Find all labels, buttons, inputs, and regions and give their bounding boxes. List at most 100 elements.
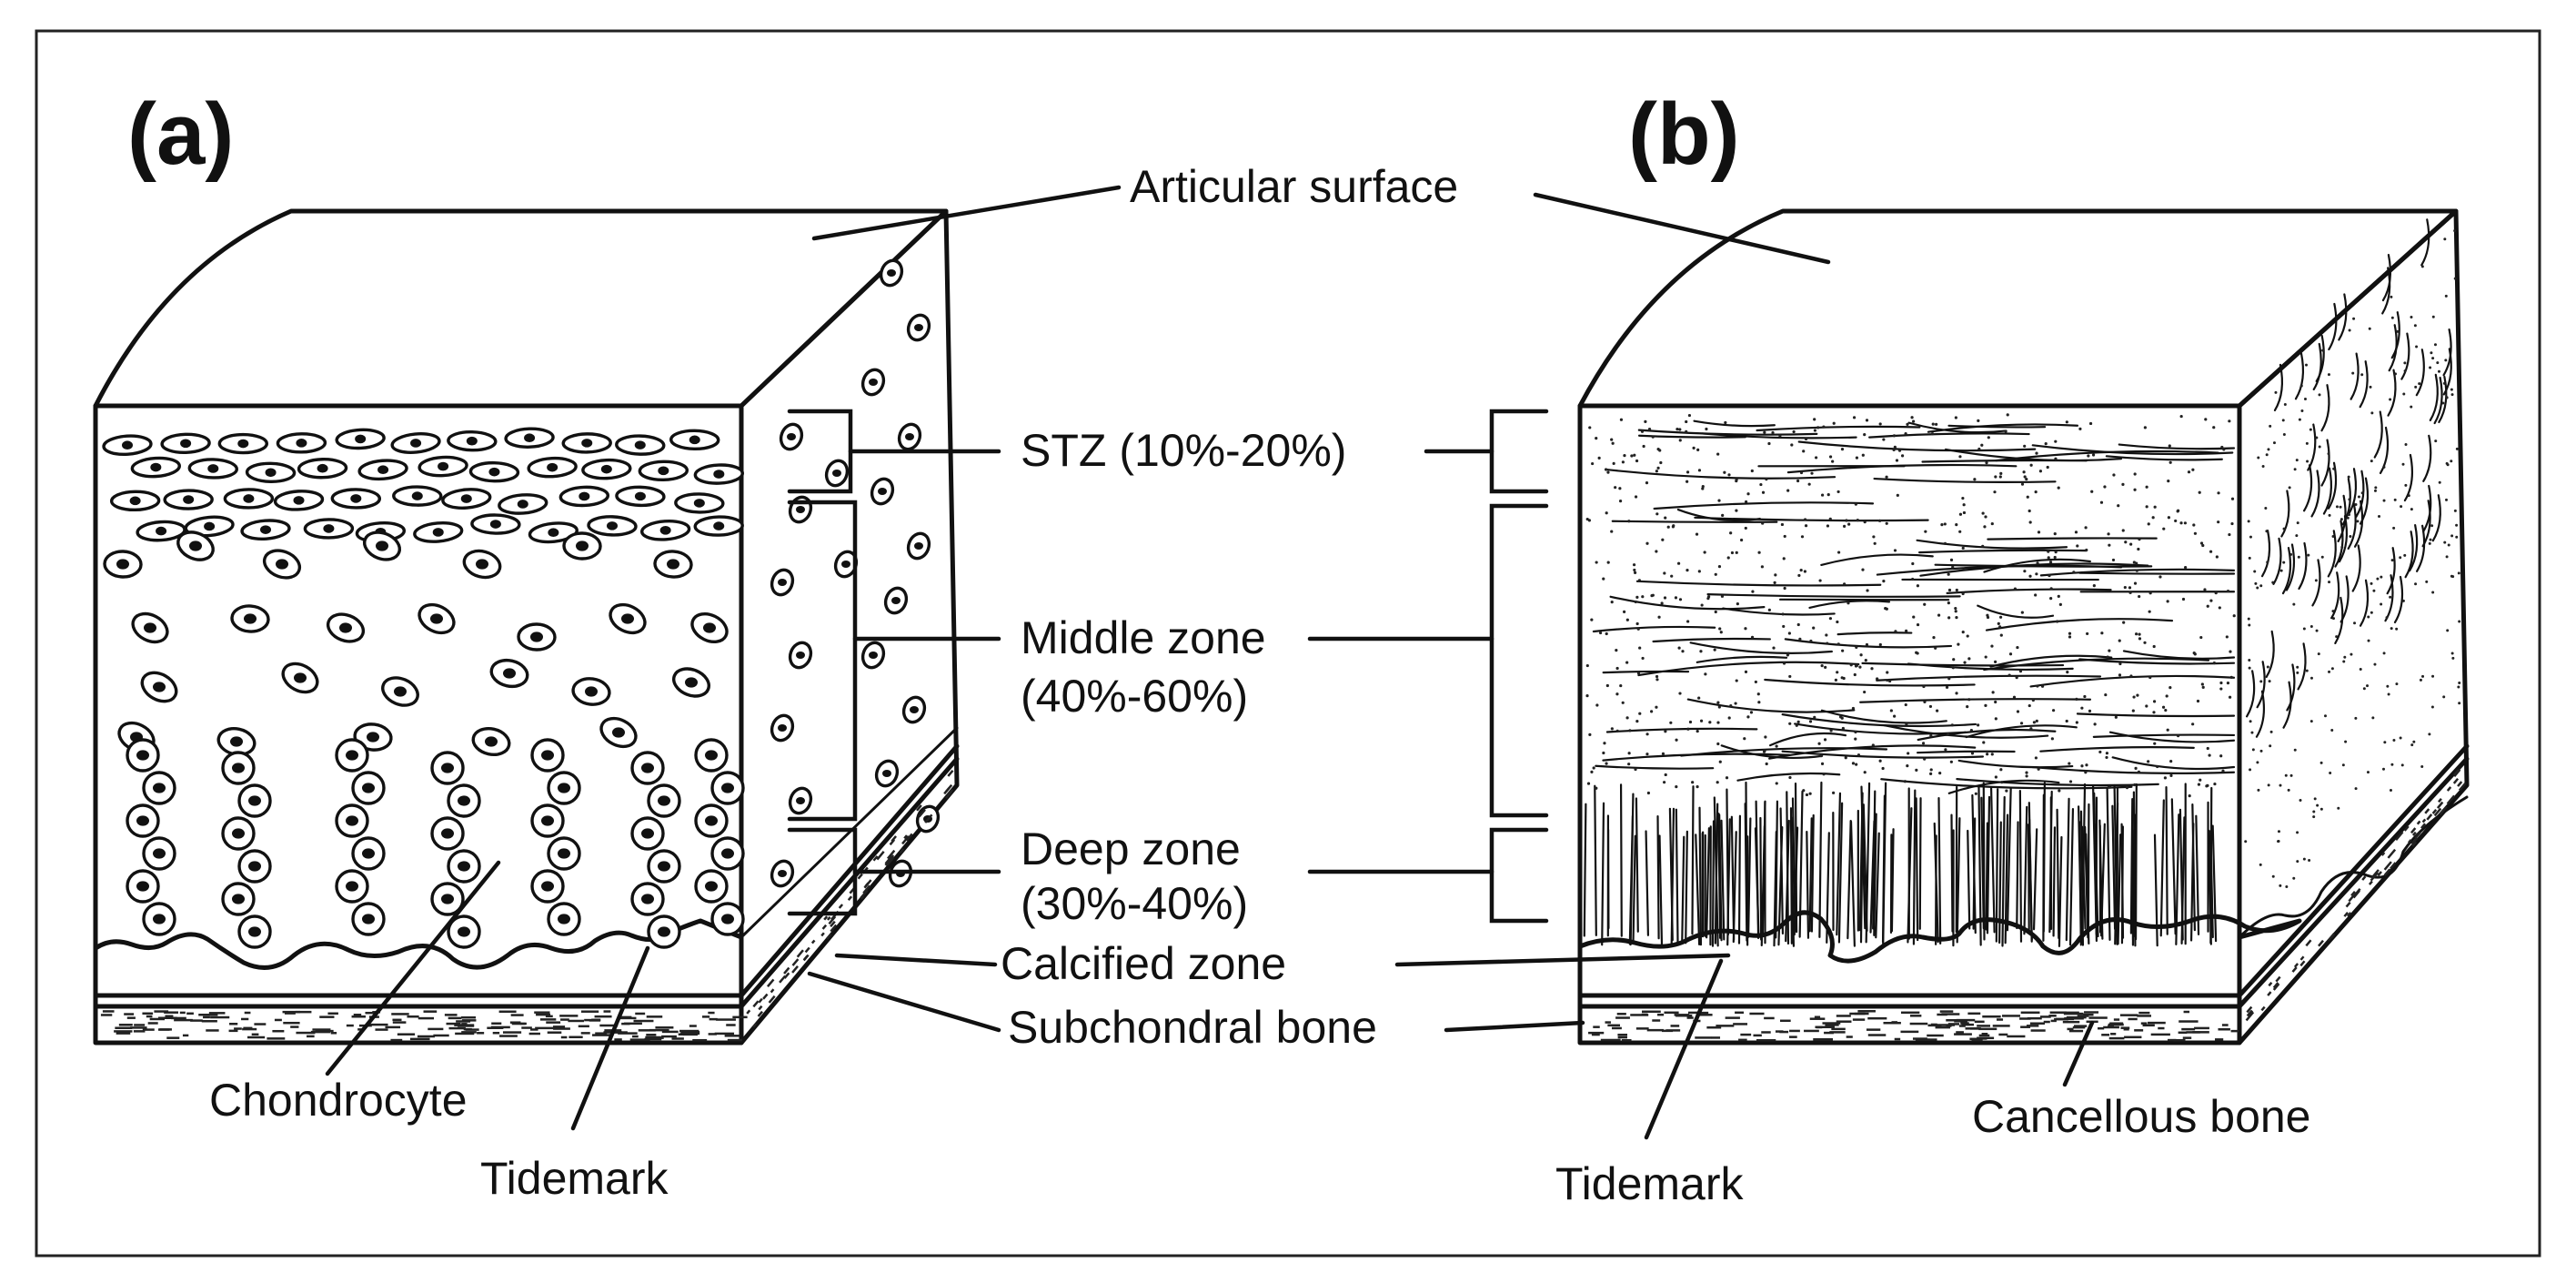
bone-speck [2230, 1029, 2239, 1033]
matrix-dot [1943, 541, 1947, 545]
matrix-dot [1786, 652, 1790, 655]
matrix-dot [2192, 523, 2196, 527]
collagen-fiber [2330, 571, 2340, 620]
matrix-dot [2023, 570, 2027, 573]
bone-speck [2299, 960, 2306, 967]
collagen-fiber [2409, 524, 2419, 572]
chondrocyte-nucleus [796, 506, 805, 513]
collagen-fiber [1797, 440, 2037, 452]
matrix-dot [2249, 768, 2252, 772]
matrix-dot [2401, 599, 2405, 602]
matrix-dot [2028, 703, 2031, 708]
bone-speck [709, 1017, 718, 1021]
bone-speck [1756, 1038, 1776, 1042]
collagen-fiber [1820, 709, 1947, 724]
bone-speck [2446, 786, 2452, 792]
matrix-dot [2383, 741, 2387, 744]
collagen-fiber [1965, 724, 2078, 739]
matrix-dot [1655, 705, 1658, 709]
bone-speck [234, 1027, 242, 1030]
bone-speck [133, 1030, 146, 1033]
matrix-dot [2212, 426, 2216, 429]
matrix-dot [1997, 621, 2000, 625]
matrix-dot [2373, 489, 2377, 492]
bone-speck [1641, 1010, 1661, 1014]
bone-speck [1617, 1035, 1627, 1039]
collagen-fiber [2001, 795, 2006, 947]
collagen-fiber [1806, 830, 1810, 939]
bone-speck [916, 804, 922, 812]
matrix-dot [1645, 732, 1649, 736]
matrix-dot [2128, 591, 2132, 594]
matrix-dot [1924, 530, 1927, 533]
matrix-dot [1786, 489, 1790, 492]
matrix-dot [2006, 413, 2009, 417]
chondrocyte-nucleus [600, 464, 612, 474]
matrix-dot [2414, 385, 2418, 389]
panel-a-side-face [739, 208, 960, 1046]
matrix-dot [1615, 692, 1619, 696]
matrix-dot [1735, 479, 1738, 483]
matrix-dot [2058, 602, 2062, 606]
matrix-dot [2451, 575, 2455, 579]
matrix-dot [2420, 265, 2424, 268]
bone-speck [1939, 1010, 1954, 1013]
chondrocyte-nucleus [296, 439, 307, 448]
chondrocyte-nucleus [232, 828, 245, 839]
matrix-dot [1856, 519, 1859, 522]
matrix-dot [1809, 639, 1813, 643]
bone-speck [1813, 1037, 1834, 1041]
figure-border [35, 29, 2541, 1258]
bone-speck [392, 1018, 402, 1022]
matrix-dot [2249, 535, 2252, 539]
matrix-dot [1663, 596, 1667, 600]
matrix-dot [1743, 737, 1746, 741]
matrix-dot [2007, 673, 2011, 677]
matrix-dot [2221, 769, 2225, 773]
collagen-fiber [2032, 828, 2038, 931]
matrix-dot [2058, 789, 2061, 793]
collagen-fiber [2018, 790, 2023, 943]
matrix-dot [2431, 674, 2435, 678]
matrix-dot [2382, 499, 2386, 502]
matrix-dot [1893, 445, 1897, 449]
bone-speck [1977, 1025, 1990, 1027]
matrix-dot [2283, 403, 2287, 407]
matrix-dot [2103, 485, 2107, 489]
matrix-dot [1990, 644, 1994, 648]
matrix-dot [1993, 490, 1997, 494]
matrix-dot [1854, 664, 1858, 668]
chondrocyte-nucleus [548, 528, 559, 538]
collagen-fiber [2388, 324, 2398, 372]
bone-speck [267, 1037, 286, 1040]
matrix-dot [1641, 656, 1645, 661]
matrix-dot [2080, 706, 2084, 710]
bone-speck [680, 1031, 700, 1034]
matrix-dot [1836, 490, 1840, 494]
bone-speck [758, 1005, 763, 1011]
matrix-dot [1718, 627, 1722, 631]
matrix-dot [1855, 763, 1858, 766]
matrix-dot [1716, 452, 1720, 456]
matrix-dot [2040, 684, 2045, 688]
matrix-dot [2453, 277, 2457, 280]
chondrocyte-nucleus [276, 559, 288, 570]
label-middle-zone: Middle zone [1021, 612, 1266, 663]
bone-speck [2350, 890, 2356, 897]
bone-speck [465, 1028, 479, 1031]
leader-subchondral-b [1444, 1020, 1585, 1033]
bone-speck [1804, 1029, 1819, 1033]
bone-speck [142, 1012, 154, 1015]
bone-speck [1970, 1027, 1980, 1030]
bone-speck [460, 1015, 477, 1019]
collagen-fiber [2373, 410, 2383, 459]
matrix-dot [2085, 763, 2088, 767]
collagen-fiber [2111, 804, 2117, 930]
chondrocyte-nucleus [689, 435, 700, 445]
matrix-dot [2196, 699, 2200, 703]
matrix-dot [2123, 585, 2127, 590]
matrix-dot [2200, 682, 2204, 686]
chondrocyte-nucleus [585, 686, 598, 697]
matrix-dot [2034, 756, 2038, 760]
bone-speck [165, 1015, 174, 1017]
